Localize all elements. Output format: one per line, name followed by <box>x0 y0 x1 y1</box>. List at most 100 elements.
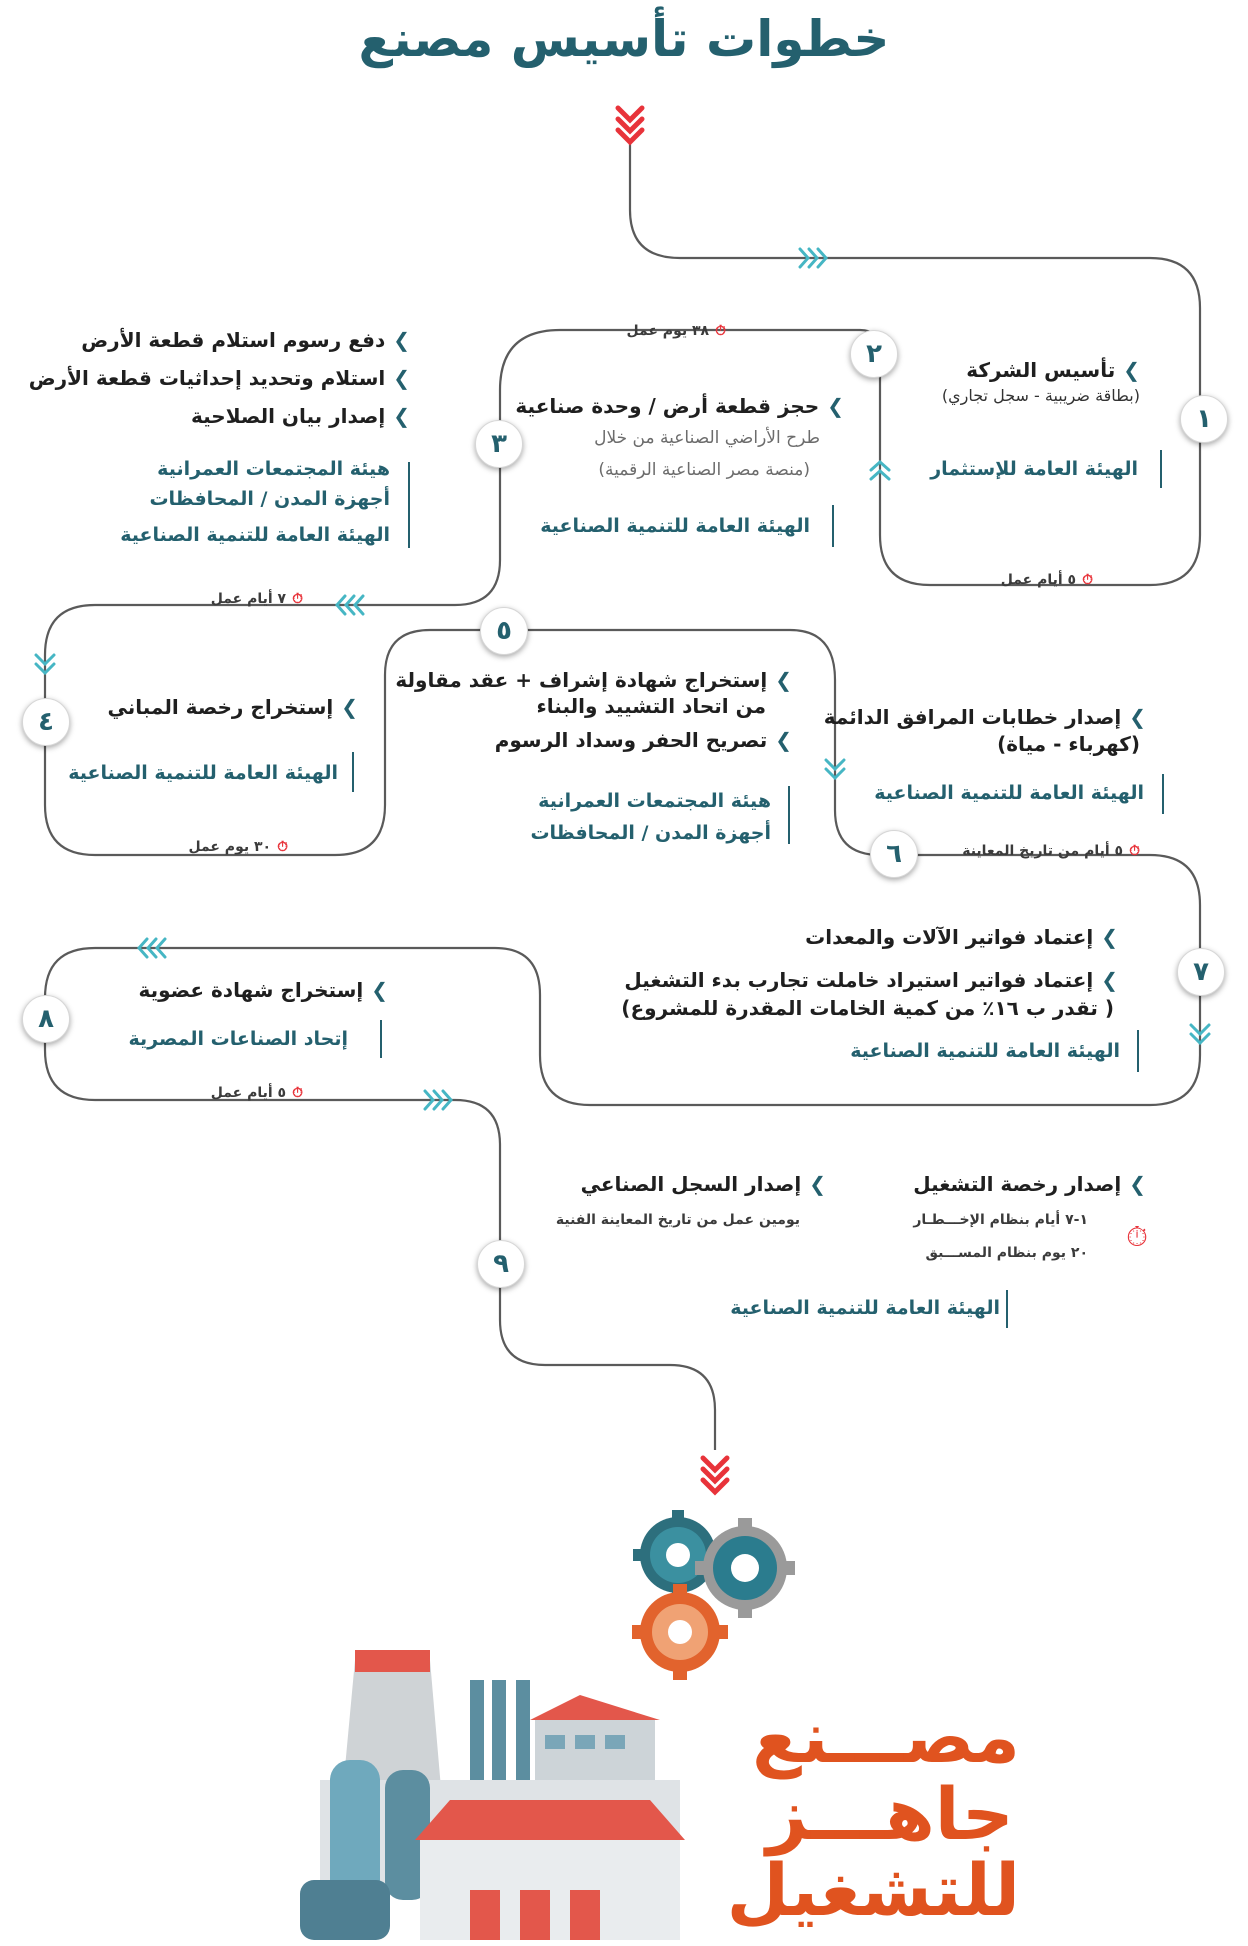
bullet-icon: ❯ <box>775 728 792 752</box>
final-line-2: جاهـــز <box>766 1772 1014 1856</box>
step-9-item: ❯إصدار السجل الصناعي <box>580 1172 826 1196</box>
step-9-item: ❯إصدار رخصة التشغيل <box>913 1172 1146 1196</box>
step-number: ٣ <box>475 420 523 468</box>
step-9-license-duration: ٢٠ يوم بنظام المســـبق <box>925 1245 1088 1261</box>
step-4-item: ❯إستخراج رخصة المباني <box>107 695 358 719</box>
step-2-duration: ⏱٣٨ يوم عمل <box>626 323 726 339</box>
chevron-down-icon <box>615 105 645 146</box>
divider <box>1162 774 1164 814</box>
step-2-authority: الهيئة العامة للتنمية الصناعية <box>540 515 810 537</box>
bullet-icon: ❯ <box>341 695 358 719</box>
step-number: ٦ <box>870 830 918 878</box>
step-6-item: ❯إصدار خطابات المرافق الدائمة <box>823 705 1146 729</box>
step-5-item-line2: من اتحاد التشييد والبناء <box>536 694 766 718</box>
divider <box>1006 1290 1008 1328</box>
step-1-duration: ⏱٥ أيام عمل <box>1000 572 1093 588</box>
divider <box>408 462 410 548</box>
divider <box>352 752 354 792</box>
chevron-up-icon <box>869 459 891 481</box>
step-3-authority: أجهزة المدن / المحافظات <box>149 488 390 510</box>
step-5-item: ❯تصريح الحفر وسداد الرسوم <box>494 728 792 752</box>
bullet-icon: ❯ <box>393 404 410 428</box>
step-3-item: ❯دفع رسوم استلام قطعة الأرض <box>81 328 410 352</box>
step-2-item: ❯ حجز قطعة أرض / وحدة صناعية <box>515 394 844 418</box>
step-4-authority: الهيئة العامة للتنمية الصناعية <box>68 762 338 784</box>
step-6-duration: ⏱٥ أيام من تاريخ المعاينة <box>962 843 1140 859</box>
stopwatch-icon: ⏱ <box>715 323 726 339</box>
stopwatch-icon: ⏱ <box>1126 1220 1148 1253</box>
step-3-authority: الهيئة العامة للتنمية الصناعية <box>120 524 390 546</box>
divider <box>1160 450 1162 488</box>
bullet-icon: ❯ <box>809 1172 826 1196</box>
bullet-icon: ❯ <box>393 328 410 352</box>
step-3-item: ❯إصدار بيان الصلاحية <box>190 404 410 428</box>
step-2-title: حجز قطعة أرض / وحدة صناعية <box>515 394 820 418</box>
stopwatch-icon: ⏱ <box>1082 572 1093 588</box>
step-5-authority: أجهزة المدن / المحافظات <box>530 822 771 844</box>
step-number: ٩ <box>477 1240 525 1288</box>
chevron-left-icon <box>136 937 167 959</box>
stopwatch-icon: ⏱ <box>292 1085 303 1101</box>
step-8-duration: ⏱٥ أيام عمل <box>210 1085 303 1101</box>
step-4-duration: ⏱٣٠ يوم عمل <box>188 839 288 855</box>
bullet-icon: ❯ <box>1123 358 1140 382</box>
divider <box>1137 1030 1139 1072</box>
step-1-sub: (بطاقة ضريبية - سجل تجاري) <box>941 386 1140 405</box>
gear-icon <box>633 1510 723 1600</box>
divider <box>788 786 790 844</box>
chevron-down-icon <box>824 758 846 781</box>
step-1-title: تأسيس الشركة <box>966 358 1116 382</box>
bullet-icon: ❯ <box>827 394 844 418</box>
final-line-3: للتشغيل <box>726 1848 1020 1932</box>
step-7-item: ❯إعتماد فواتير استيراد خاملت تجارب بدء ا… <box>624 968 1118 992</box>
step-1-authority: الهيئة العامة للإستثمار <box>930 458 1138 480</box>
step-number: ١ <box>1180 395 1228 443</box>
step-number: ٨ <box>22 995 70 1043</box>
divider <box>380 1020 382 1058</box>
step-number: ٤ <box>22 698 70 746</box>
step-9-registry-note: يومين عمل من تاريخ المعاينة الفنية <box>555 1212 800 1228</box>
chevron-down-icon <box>34 653 56 676</box>
gear-icon <box>695 1518 795 1618</box>
step-5-item: ❯إستخراج شهادة إشراف + عقد مقاولة <box>395 668 792 692</box>
step-number: ٧ <box>1177 948 1225 996</box>
step-7-authority: الهيئة العامة للتنمية الصناعية <box>850 1040 1120 1062</box>
chevron-down-icon <box>1189 1023 1211 1046</box>
step-3-duration: ⏱٧ أيام عمل <box>210 591 303 607</box>
stopwatch-icon: ⏱ <box>277 839 288 855</box>
step-2-sub: طرح الأراضي الصناعية من خلال <box>594 428 820 448</box>
divider <box>832 505 834 547</box>
bullet-icon: ❯ <box>775 668 792 692</box>
step-8-authority: إتحاد الصناعات المصرية <box>128 1028 348 1050</box>
bullet-icon: ❯ <box>393 366 410 390</box>
step-3-authority: هيئة المجتمعات العمرانية <box>157 458 390 480</box>
step-1-item: ❯ تأسيس الشركة <box>966 358 1140 382</box>
step-3-item: ❯استلام وتحديد إحداثيات قطعة الأرض <box>28 366 410 390</box>
bullet-icon: ❯ <box>1129 1172 1146 1196</box>
bullet-icon: ❯ <box>1101 925 1118 949</box>
step-7-sub: ( تقدر ب ١٦٪ من كمية الخامات المقدرة للم… <box>621 996 1114 1020</box>
step-5-authority: هيئة المجتمعات العمرانية <box>538 790 771 812</box>
step-6-sub: (كهرباء - مياة) <box>997 732 1140 756</box>
chevron-left-icon <box>334 594 365 616</box>
factory-icon <box>300 1650 685 1940</box>
chevron-right-icon <box>423 1089 454 1111</box>
gear-icon <box>632 1584 728 1680</box>
chevron-down-icon <box>700 1455 730 1496</box>
step-8-item: ❯إستخراج شهادة عضوية <box>138 978 388 1002</box>
step-2-sub2: (منصة مصر الصناعية الرقمية) <box>598 460 810 480</box>
step-number: ٥ <box>480 607 528 655</box>
step-9-authority: الهيئة العامة للتنمية الصناعية <box>730 1297 1000 1319</box>
bullet-icon: ❯ <box>1129 705 1146 729</box>
final-line-1: مصـــنع <box>752 1695 1020 1779</box>
page-title: خطوات تأسيس مصنع <box>358 10 890 68</box>
step-9-license-duration: ١-٧ أيام بنظام الإخـــطـار <box>913 1212 1088 1228</box>
bullet-icon: ❯ <box>1101 968 1118 992</box>
step-6-authority: الهيئة العامة للتنمية الصناعية <box>874 782 1144 804</box>
stopwatch-icon: ⏱ <box>292 591 303 607</box>
